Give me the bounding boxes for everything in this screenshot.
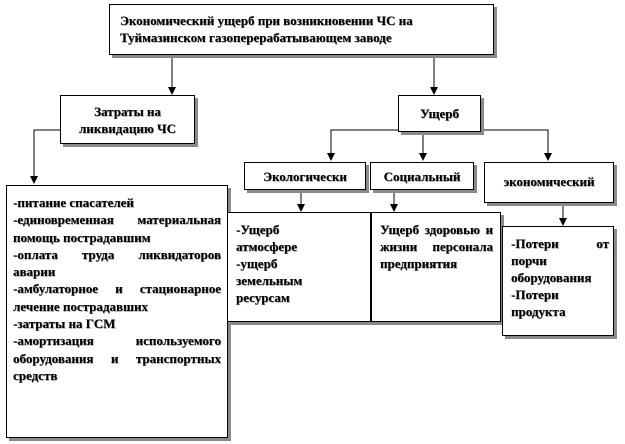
damage-title: Ущерб (420, 106, 459, 121)
economic-item: -Потери от порчи оборудования (511, 236, 609, 285)
costs-item: -единовременная материальная помощь пост… (13, 212, 221, 245)
costs-item: -амортизация используемого оборудования … (13, 333, 221, 383)
costs-item: -затраты на ГСМ (13, 316, 116, 332)
economic-item: -Потери продукта (511, 287, 566, 319)
social-title-box: Социальный (370, 162, 474, 190)
damage-title-box: Ущерб (398, 95, 481, 132)
costs-title-box: Затраты на ликвидацию ЧС (60, 95, 195, 144)
costs-item: -питание спасателей (13, 195, 134, 210)
root-title-line2: Туймазинском газоперерабатывающем заводе (120, 30, 392, 45)
costs-item: -амбулаторное и стационарное лечение пос… (13, 281, 221, 314)
social-title: Социальный (383, 169, 461, 184)
ecological-item: -Ущерб атмосфере (236, 222, 298, 254)
social-detail-box: Ущерб здоровью и жизни персонала предпри… (371, 212, 501, 322)
root-box: Экономический ущерб при возникновении ЧС… (109, 4, 494, 55)
ecological-detail-box: -Ущерб атмосфере -ущерб земельным ресурс… (227, 212, 371, 322)
arrow-costs-to-list (30, 129, 60, 184)
costs-title-line1: Затраты на (94, 104, 161, 119)
arrow-damage-to-ecological (327, 129, 398, 161)
economic-detail-box: -Потери от порчи оборудования -Потери пр… (502, 226, 614, 336)
social-item: Ущерб здоровью и жизни персонала предпри… (380, 222, 493, 271)
economic-title-box: экономический (484, 162, 614, 203)
costs-item: -оплата труда ликвидаторов аварии (13, 246, 221, 280)
costs-list-box: -питание спасателей -единовременная мате… (6, 185, 228, 438)
ecological-title: Экологически (263, 169, 347, 184)
costs-title-line2: ликвидацию ЧС (79, 121, 176, 136)
arrow-damage-to-economic (481, 129, 552, 161)
ecological-title-box: Экологически (244, 162, 366, 190)
ecological-item: -ущерб земельным ресурсам (236, 256, 303, 305)
economic-title: экономический (503, 174, 595, 189)
root-title-line1: Экономический ущерб при возникновении ЧС… (120, 13, 413, 28)
